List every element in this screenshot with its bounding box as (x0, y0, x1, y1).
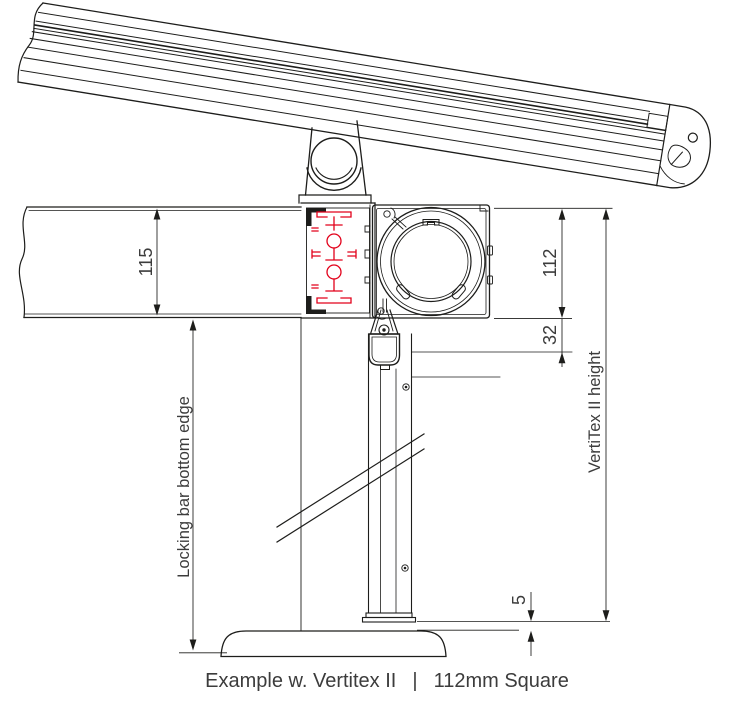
pivot-tube-circle (310, 137, 358, 185)
caption-separator: | (412, 670, 417, 692)
roller-outer-circle (376, 206, 486, 317)
dim-label-5: 5 (509, 595, 529, 605)
caption-left: Example w. Vertitex II (205, 670, 396, 692)
mounting-profile-red (311, 211, 357, 304)
guide-weight-block (368, 333, 401, 366)
fabric-lines (382, 298, 387, 313)
dim-label-115: 115 (136, 248, 156, 277)
end-cap-screw-icon (687, 132, 698, 143)
dim-system-height: VertiTex II height (586, 208, 610, 622)
dim-exit-bracket: 32 (540, 318, 566, 367)
panel-slat-lines (20, 11, 667, 175)
beam-break-edge (18, 206, 28, 319)
panel-bottom-edge (17, 81, 658, 187)
end-cap (655, 103, 712, 189)
system-height-label: VertiTex II height (586, 351, 604, 473)
housing-teeth (364, 225, 371, 284)
tube-groove-right (451, 284, 466, 300)
cassette-clip-right1 (487, 245, 493, 256)
housing-corner-angle-bottom (306, 296, 326, 314)
dim-base-clearance: 5 (417, 592, 610, 656)
end-cap-inner-curve (659, 165, 685, 185)
end-cap-roll-detail (667, 144, 692, 168)
cassette (371, 204, 493, 320)
bracket-housing (300, 202, 376, 319)
tube-groove-top (422, 219, 440, 226)
rail-foot-lower (361, 616, 417, 623)
cassette-clip-topleft (383, 210, 391, 218)
guide-pivot-screw-icon (378, 324, 390, 336)
tube-groove-left (396, 284, 411, 300)
roller-tube-circle (390, 220, 472, 303)
cassette-clip-right2 (487, 275, 493, 285)
dim-locking-bar: Locking bar bottom edge (175, 319, 227, 654)
crank-rod (276, 433, 425, 543)
base-plate (220, 630, 447, 658)
awning-panel (17, 2, 712, 189)
rail-foot-upper (365, 612, 413, 619)
rail-screw-icon-upper (402, 383, 410, 391)
panel-top-edge (42, 2, 671, 106)
dim-cassette: 112 (540, 208, 566, 318)
locking-bar-label: Locking bar bottom edge (175, 396, 193, 578)
pivot-bracket (298, 120, 372, 204)
support-beam (18, 206, 302, 319)
caption: Example w. Vertitex II | 112mm Square (205, 670, 569, 692)
cassette-outer-square (371, 204, 491, 319)
pivot-cradle (306, 167, 362, 191)
dim-label-112: 112 (540, 249, 560, 278)
guide-rail (300, 317, 573, 632)
end-cap-divider (656, 103, 671, 187)
dim-beam-height: 115 (136, 208, 161, 316)
fabric-guide-bracket (368, 309, 401, 370)
rail-screw-icon-lower (401, 564, 409, 572)
panel-notch (646, 112, 669, 131)
pivot-base-plate (298, 194, 372, 204)
dim-label-32: 32 (540, 325, 560, 345)
caption-right: 112mm Square (434, 670, 569, 692)
panel-break-edge (17, 2, 44, 83)
